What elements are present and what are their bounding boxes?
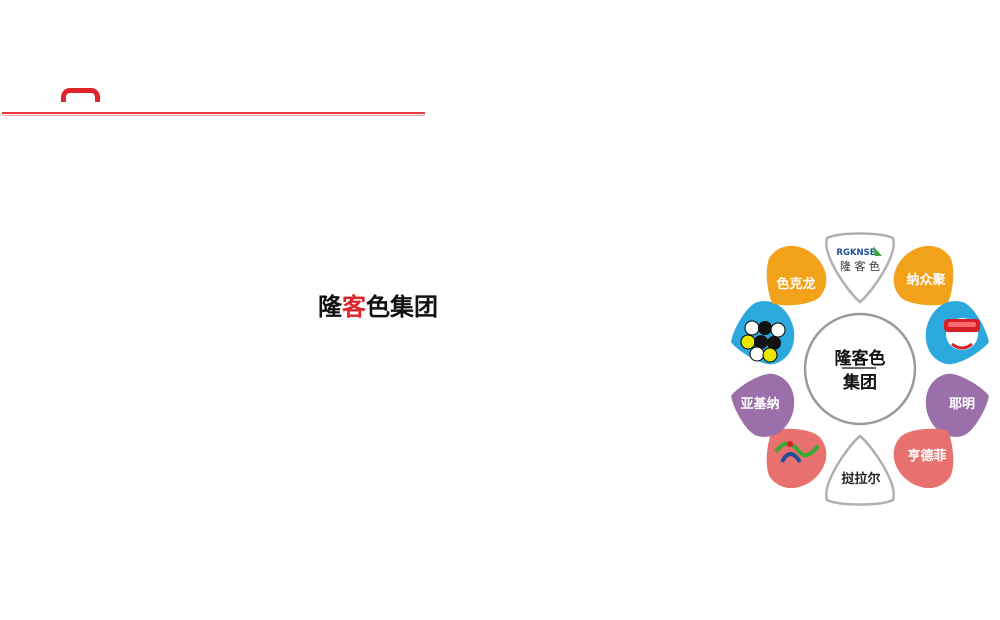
title-part-3: 色集团 <box>366 293 438 321</box>
title-part-2: 客 <box>342 293 366 321</box>
header-rule-thin <box>2 115 425 116</box>
title-part-1: 隆 <box>318 293 342 321</box>
petal-label-wolaer: 挝拉尔 <box>841 471 880 487</box>
top-logo-brand: RGKNSE <box>836 248 875 258</box>
center-circle <box>803 312 917 426</box>
petal-label-sekelong: 色克龙 <box>776 276 815 292</box>
go-stones-icon <box>740 320 786 363</box>
petal-wolaer <box>825 434 895 506</box>
group-title: 隆客色集团 <box>318 287 438 322</box>
header-rule <box>2 112 425 114</box>
brand-wheel-diagram: RGKNSE 隆 客 色 纳众聚 耶明 亨德菲 <box>725 230 1000 510</box>
petal-label-hengdefei: 亨德菲 <box>907 448 946 464</box>
petal-label-yajina: 亚基纳 <box>740 396 779 412</box>
petal-label-nazhongju: 纳众聚 <box>906 272 946 288</box>
center-line-1: 隆客色 <box>835 348 886 369</box>
petal-top-logo: RGKNSE 隆 客 色 <box>825 232 895 304</box>
vr-headset-icon <box>944 318 980 350</box>
wave-logo-icon <box>774 441 820 464</box>
logo-tree-icon <box>873 246 882 256</box>
petal-label-yeming: 耶明 <box>949 397 975 412</box>
top-logo-cn: 隆 客 色 <box>840 259 880 273</box>
header-ornament <box>61 88 100 102</box>
center-line-2: 集团 <box>842 372 877 393</box>
